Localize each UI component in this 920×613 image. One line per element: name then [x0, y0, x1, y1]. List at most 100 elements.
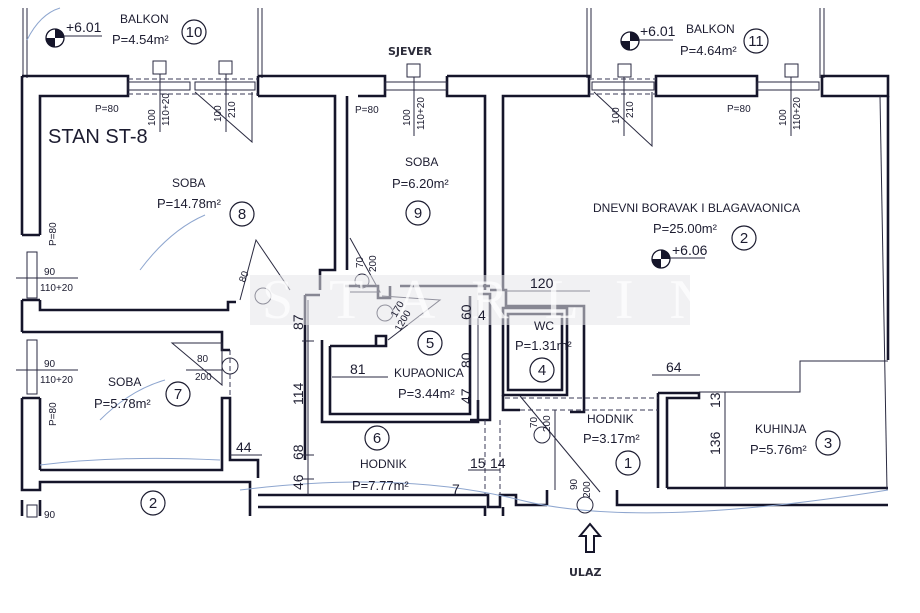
svg-text:2: 2: [740, 230, 748, 247]
svg-text:70: 70: [529, 416, 540, 428]
level-text-living: +6.06: [672, 242, 708, 258]
neighbor-room-number: 2: [140, 490, 166, 516]
svg-text:81: 81: [350, 361, 366, 377]
room-number-9: 9: [405, 200, 431, 226]
room-area-4: P=1.31m²: [515, 338, 572, 353]
room-number-2: 2: [731, 225, 757, 251]
room-name-1: HODNIK: [587, 412, 634, 426]
room-area-1: P=3.17m²: [583, 431, 640, 446]
room-area-2: P=25.00m²: [653, 221, 718, 236]
svg-text:100: 100: [611, 107, 622, 124]
svg-text:5: 5: [426, 335, 434, 352]
walls: [20, 74, 890, 516]
svg-text:80: 80: [458, 352, 474, 368]
svg-text:7: 7: [452, 481, 460, 497]
svg-text:110+20: 110+20: [40, 375, 73, 386]
room-number-1: 1: [615, 450, 641, 476]
svg-text:200: 200: [582, 481, 593, 498]
level-marker-balcony-10: [45, 28, 102, 48]
svg-text:210: 210: [625, 101, 636, 118]
svg-text:6: 6: [373, 430, 381, 447]
svg-text:80: 80: [197, 354, 209, 365]
svg-text:64: 64: [666, 359, 682, 375]
svg-text:P=80: P=80: [727, 104, 751, 115]
entrance-label: ULAZ: [569, 566, 601, 579]
svg-text:9: 9: [414, 205, 422, 222]
svg-text:13: 13: [707, 392, 723, 408]
svg-text:90: 90: [44, 359, 56, 370]
room-name-8: SOBA: [172, 176, 205, 190]
svg-text:90: 90: [569, 478, 580, 490]
svg-text:47: 47: [458, 388, 474, 404]
room-area-7: P=5.78m²: [94, 396, 151, 411]
room-name-5: KUPAONICA: [394, 366, 464, 380]
room-area-6: P=7.77m²: [352, 478, 409, 493]
entrance-arrow-icon: [577, 522, 603, 553]
room-area-8: P=14.78m²: [157, 196, 222, 211]
room-area-9: P=6.20m²: [392, 176, 449, 191]
svg-text:200: 200: [368, 255, 379, 272]
room-area-5: P=3.44m²: [398, 386, 455, 401]
svg-text:4: 4: [478, 307, 486, 323]
svg-text:100: 100: [402, 109, 413, 126]
level-marker-balcony-11: [620, 31, 673, 51]
room-number-8: 8: [229, 201, 255, 227]
svg-text:200: 200: [542, 415, 553, 432]
room-name-6: HODNIK: [360, 457, 407, 471]
svg-text:120: 120: [530, 275, 554, 291]
svg-text:P=80: P=80: [95, 104, 119, 115]
room-name-2: DNEVNI BORAVAK I BLAGAVAONICA: [593, 201, 800, 215]
svg-text:100: 100: [147, 109, 158, 126]
svg-text:100: 100: [778, 109, 789, 126]
svg-text:110+20: 110+20: [40, 283, 73, 294]
thin-lines: [16, 60, 889, 518]
svg-text:110+20: 110+20: [161, 93, 172, 126]
svg-text:STARLING: STARLING: [262, 269, 822, 331]
svg-text:210: 210: [227, 101, 238, 118]
balcony-outlines: [22, 7, 825, 78]
svg-text:15: 15: [470, 455, 486, 471]
svg-text:80: 80: [237, 269, 251, 284]
svg-text:90: 90: [44, 267, 56, 278]
dimensions: 120 64 13 136 87 114 68 46 60 80 47 81 4…: [236, 275, 723, 497]
room-number-3: 3: [815, 430, 841, 456]
room-name-10: BALKON: [120, 12, 169, 26]
room-number-5: 5: [417, 330, 443, 356]
room-number-10: 10: [181, 19, 207, 45]
svg-text:10: 10: [186, 24, 203, 41]
svg-text:110+20: 110+20: [416, 97, 427, 130]
room-area-3: P=5.76m²: [750, 442, 807, 457]
room-area-10: P=4.54m²: [112, 32, 169, 47]
room-name-11: BALKON: [686, 22, 735, 36]
svg-text:7: 7: [174, 386, 182, 403]
svg-text:P=80: P=80: [48, 222, 59, 246]
room-number-6: 6: [364, 425, 390, 451]
room-number-11: 11: [743, 28, 769, 54]
watermark: STARLING: [250, 269, 822, 331]
svg-text:14: 14: [490, 455, 506, 471]
svg-text:4: 4: [538, 362, 546, 379]
room-name-4: WC: [534, 319, 554, 333]
svg-text:136: 136: [707, 431, 723, 455]
svg-text:P=80: P=80: [355, 105, 379, 116]
svg-text:8: 8: [238, 206, 246, 223]
room-area-11: P=4.64m²: [680, 43, 737, 58]
svg-text:44: 44: [236, 439, 252, 455]
svg-text:200: 200: [195, 372, 212, 383]
svg-text:P=80: P=80: [48, 402, 59, 426]
svg-text:90: 90: [44, 510, 56, 521]
unit-title: STAN ST-8: [48, 126, 148, 148]
svg-text:46: 46: [290, 474, 306, 490]
room-name-7: SOBA: [108, 375, 141, 389]
level-marker-living: [651, 249, 705, 269]
room-number-7: 7: [165, 381, 191, 407]
svg-text:70: 70: [355, 256, 366, 268]
north-label: SJEVER: [388, 45, 433, 58]
room-name-9: SOBA: [405, 155, 438, 169]
svg-text:1: 1: [624, 455, 632, 472]
svg-text:100: 100: [213, 105, 224, 122]
svg-text:3: 3: [824, 435, 832, 452]
svg-text:2: 2: [149, 495, 157, 512]
level-text-balcony-11: +6.01: [640, 23, 676, 39]
